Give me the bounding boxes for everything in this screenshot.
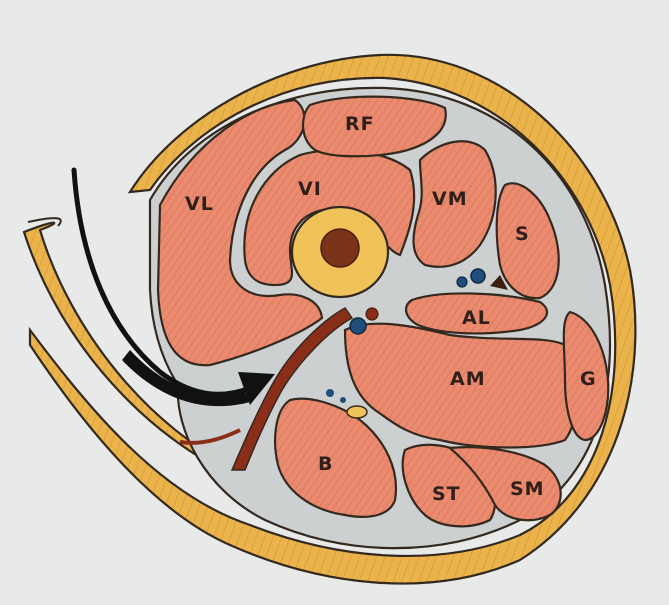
vein-femoral-2 bbox=[457, 277, 467, 287]
label-s: S bbox=[515, 223, 530, 245]
sciatic-nerve bbox=[347, 406, 367, 418]
label-vl: VL bbox=[185, 193, 214, 215]
label-b: B bbox=[318, 453, 333, 475]
label-rf: RF bbox=[345, 113, 375, 135]
vessel-small-2 bbox=[340, 397, 346, 403]
label-am: AM bbox=[450, 368, 486, 390]
femur-marrow bbox=[321, 229, 359, 267]
vessel-small-1 bbox=[326, 389, 334, 397]
label-sm: SM bbox=[510, 478, 545, 500]
label-al: AL bbox=[462, 307, 491, 329]
label-st: ST bbox=[432, 483, 461, 505]
label-g: G bbox=[580, 368, 597, 390]
vein-femoral bbox=[471, 269, 485, 283]
artery-profunda bbox=[366, 308, 378, 320]
label-vm: VM bbox=[432, 188, 468, 210]
label-vi: VI bbox=[298, 178, 322, 200]
vein-profunda bbox=[350, 318, 366, 334]
